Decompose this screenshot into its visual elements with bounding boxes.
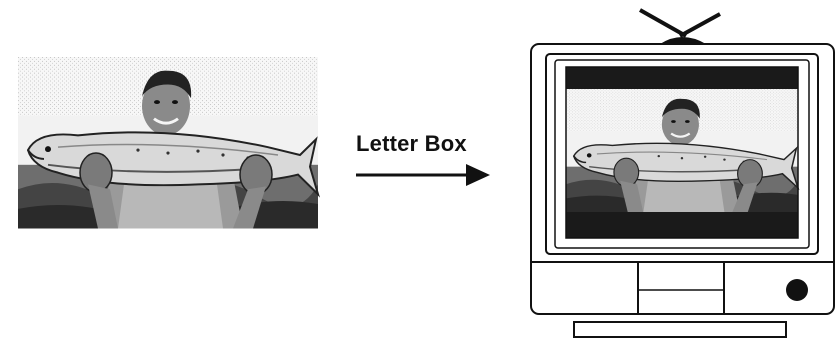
right-arrow — [356, 164, 490, 186]
tv-stand — [573, 321, 787, 338]
arrow-label: Letter Box — [356, 131, 467, 156]
letterbox-bar-bottom — [566, 212, 798, 238]
original-photo — [16, 55, 320, 230]
power-knob-icon — [786, 279, 808, 301]
letterbox-bar-top — [566, 67, 798, 89]
tv-control-panel — [531, 261, 834, 314]
letterboxed-photo — [564, 87, 800, 214]
antenna-icon — [639, 8, 721, 44]
television — [530, 8, 835, 338]
